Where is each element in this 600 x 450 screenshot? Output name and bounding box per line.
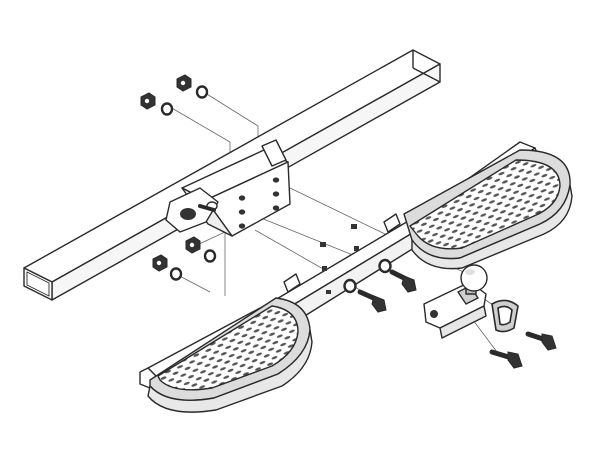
d-ring-shackle xyxy=(491,299,519,333)
washers xyxy=(160,85,392,294)
tow-ball-mount xyxy=(423,264,488,339)
bolt-3 xyxy=(525,331,557,351)
washer-2 xyxy=(160,102,174,116)
step-pad-right xyxy=(403,149,573,270)
bolt-1 xyxy=(389,269,417,293)
receiver-tube-opening xyxy=(26,271,50,297)
mounting-bracket xyxy=(165,139,291,237)
washer-3 xyxy=(203,249,217,263)
step-pad-left xyxy=(147,297,313,413)
bolt-4 xyxy=(489,349,523,369)
bolt-2 xyxy=(357,289,387,313)
bolt-5 xyxy=(198,204,216,212)
washer-4 xyxy=(169,267,183,281)
washer-6 xyxy=(343,278,357,294)
tow-ball xyxy=(460,264,488,292)
step-bar-holes xyxy=(320,224,359,294)
washer-5 xyxy=(378,258,392,274)
step-bar-slots xyxy=(283,213,401,293)
washer-1 xyxy=(195,85,209,99)
bracket-holes xyxy=(238,177,280,229)
nuts xyxy=(140,74,201,272)
receiver-tube-end xyxy=(23,267,53,301)
bolts xyxy=(198,204,557,369)
